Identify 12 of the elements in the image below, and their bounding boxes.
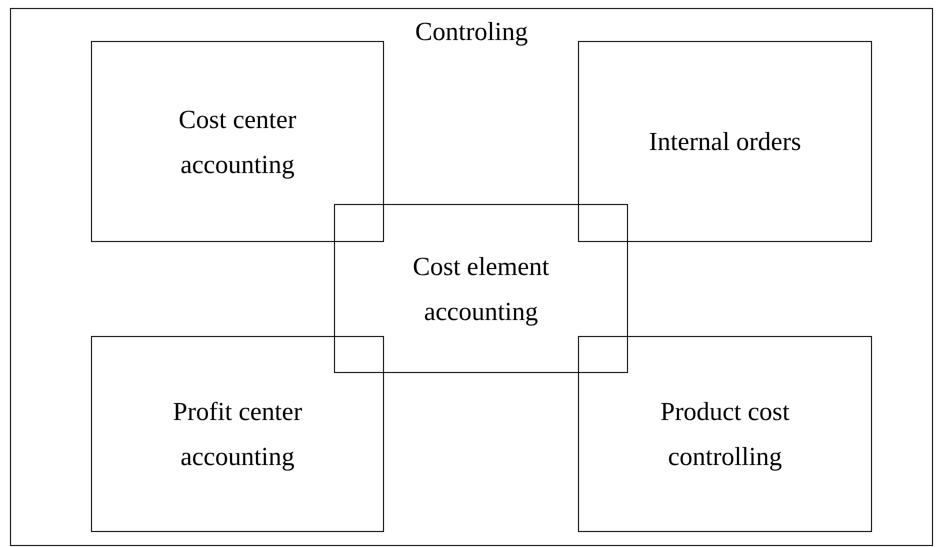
module-box bbox=[91, 41, 384, 242]
module-label: Cost center accounting bbox=[178, 104, 298, 181]
group-title: Controling bbox=[414, 17, 529, 47]
group-frame bbox=[10, 8, 933, 546]
module-label: Cost element accounting bbox=[412, 250, 550, 328]
module-box bbox=[578, 336, 872, 532]
module-box bbox=[91, 336, 384, 532]
module-label: Internal orders bbox=[648, 126, 802, 158]
module-label: Profit center accounting bbox=[172, 396, 304, 473]
module-box bbox=[334, 204, 628, 373]
module-label: Product cost controlling bbox=[659, 396, 791, 473]
module-box bbox=[578, 41, 872, 242]
